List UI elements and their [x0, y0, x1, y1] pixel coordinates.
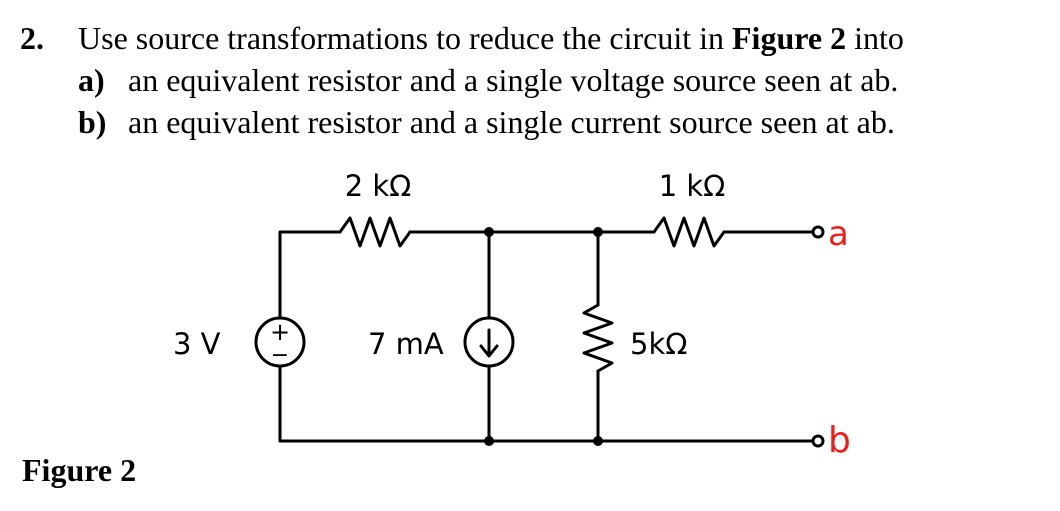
figure-reference: Figure 2 [732, 20, 847, 56]
resistor-2k-label: 2 kΩ [345, 169, 412, 203]
resistor-5k [582, 303, 614, 373]
problem-text-after: into [846, 20, 904, 56]
voltage-source-label: 3 V [173, 327, 221, 361]
resistor-1k [652, 216, 726, 248]
terminal-b-node [811, 434, 825, 448]
junction-bottom-2 [593, 436, 603, 446]
problem-statement: 2. Use source transformations to reduce t… [20, 18, 904, 58]
figure-caption: Figure 2 [22, 452, 137, 488]
resistor-2k [338, 216, 412, 248]
problem-text-before: Use source transformations to reduce the… [78, 20, 732, 56]
junction-top-1 [484, 227, 494, 237]
junction-bottom-1 [484, 436, 494, 446]
terminal-a-label: a [828, 214, 849, 254]
resistor-1k-label: 1 kΩ [659, 169, 726, 203]
terminal-b-label: b [828, 420, 851, 461]
current-source-label: 7 mA [368, 327, 444, 361]
part-a-text: an equivalent resistor and a single volt… [128, 62, 899, 98]
terminal-a-node [811, 225, 825, 239]
junction-top-2 [593, 227, 603, 237]
problem-number: 2. [20, 20, 44, 56]
part-b-label: b) [78, 104, 107, 140]
voltage-plus-sign: + [270, 318, 290, 346]
part-a-label: a) [78, 62, 105, 98]
part-b-text: an equivalent resistor and a single curr… [128, 104, 895, 140]
problem-part-a: a) an equivalent resistor and a single vo… [78, 60, 898, 100]
voltage-minus-sign: − [271, 343, 289, 368]
current-arrow [479, 328, 499, 358]
wire-top-left [278, 230, 342, 320]
problem-part-b: b) an equivalent resistor and a single cu… [78, 102, 895, 142]
resistor-5k-label: 5kΩ [630, 327, 687, 361]
wire-vs-bottom [278, 364, 814, 443]
